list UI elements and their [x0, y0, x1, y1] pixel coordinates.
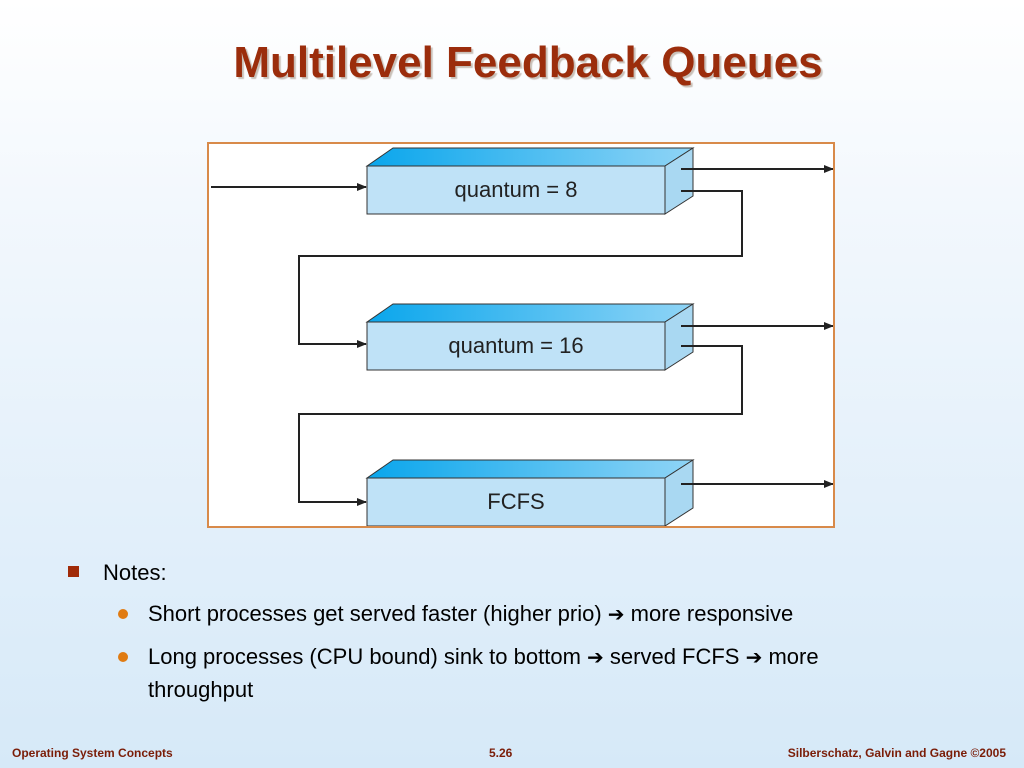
- note-2-text-middle: served FCFS: [603, 644, 746, 669]
- queue-box-2: quantum = 16: [365, 303, 695, 371]
- queue-label-3: FCFS: [487, 489, 544, 514]
- footer-left: Operating System Concepts: [12, 746, 173, 760]
- dot-bullet-icon: [118, 652, 128, 662]
- square-bullet-icon: [68, 566, 79, 577]
- queue-label-2: quantum = 16: [448, 333, 583, 358]
- feedback-path-1: [298, 190, 743, 348]
- feedback-path-2: [298, 345, 743, 506]
- right-arrow-icon: ➔: [587, 647, 604, 669]
- notes-section: Notes: Short processes get served faster…: [68, 558, 968, 705]
- dot-bullet-icon: [118, 609, 128, 619]
- note-item-1: Short processes get served faster (highe…: [68, 598, 968, 631]
- queue-label-1: quantum = 8: [455, 177, 578, 202]
- notes-heading: Notes:: [68, 558, 968, 588]
- right-arrow-icon: ➔: [745, 647, 763, 669]
- queue-box-1: quantum = 8: [365, 147, 695, 215]
- right-arrow-icon: ➔: [607, 604, 625, 626]
- notes-heading-text: Notes:: [103, 560, 167, 585]
- footer-right: Silberschatz, Galvin and Gagne ©2005: [787, 746, 1006, 760]
- note-item-2: Long processes (CPU bound) sink to botto…: [68, 641, 888, 705]
- note-1-text-before: Short processes get served faster (highe…: [148, 601, 608, 626]
- footer-page-number: 5.26: [489, 746, 513, 760]
- queue-diagram: quantum = 8 quantum = 16 FCFS: [211, 147, 833, 526]
- note-1-text-after: more responsive: [624, 601, 794, 626]
- slide-title: Multilevel Feedback Queues: [233, 38, 823, 87]
- note-2-text-before: Long processes (CPU bound) sink to botto…: [148, 644, 588, 669]
- note-2-text-after: more throughput: [148, 644, 819, 702]
- queue-box-3: FCFS: [365, 459, 695, 526]
- diagram-frame: quantum = 8 quantum = 16 FCFS: [207, 142, 835, 528]
